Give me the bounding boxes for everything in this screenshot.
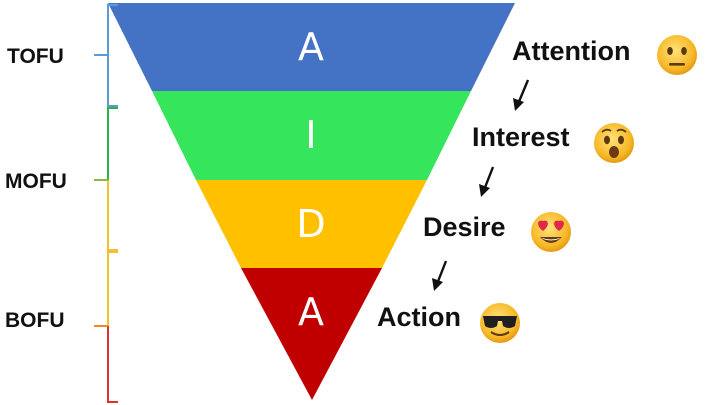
arrow-interest-to-desire — [479, 166, 495, 197]
mofu-bracket-lower — [107, 180, 118, 251]
astonished-face-icon — [594, 123, 634, 163]
neutral-face-icon — [657, 35, 697, 75]
stage-label-attention: Attention — [512, 36, 630, 66]
funnel-band-interest — [152, 91, 471, 180]
heart-eyes-face-icon — [531, 212, 571, 252]
mofu-bracket-upper — [107, 107, 118, 180]
bofu-bracket-upper — [107, 251, 118, 326]
stage-label-action: Action — [377, 302, 461, 332]
funnel-letter-a-top: A — [298, 25, 324, 69]
mofu-label: MOFU — [5, 170, 67, 193]
sunglasses-face-icon — [480, 303, 520, 343]
funnel-letter-a-bottom: A — [298, 290, 324, 334]
stage-label-desire: Desire — [423, 212, 506, 242]
arrow-desire-to-action — [432, 260, 448, 291]
funnel-letter-d: D — [296, 202, 325, 246]
stage-label-interest: Interest — [472, 122, 570, 152]
funnel-letter-i: I — [305, 113, 316, 157]
funnel-band-attention — [108, 3, 515, 91]
bofu-label: BOFU — [5, 309, 65, 332]
funnel-side-bracket — [94, 4, 118, 403]
tofu-label: TOFU — [7, 45, 64, 68]
funnel-band-action — [241, 268, 382, 400]
tofu-bracket — [107, 4, 118, 107]
bofu-bracket-lower — [107, 326, 118, 403]
arrow-attention-to-interest — [513, 79, 530, 111]
funnel-band-desire — [196, 180, 427, 268]
